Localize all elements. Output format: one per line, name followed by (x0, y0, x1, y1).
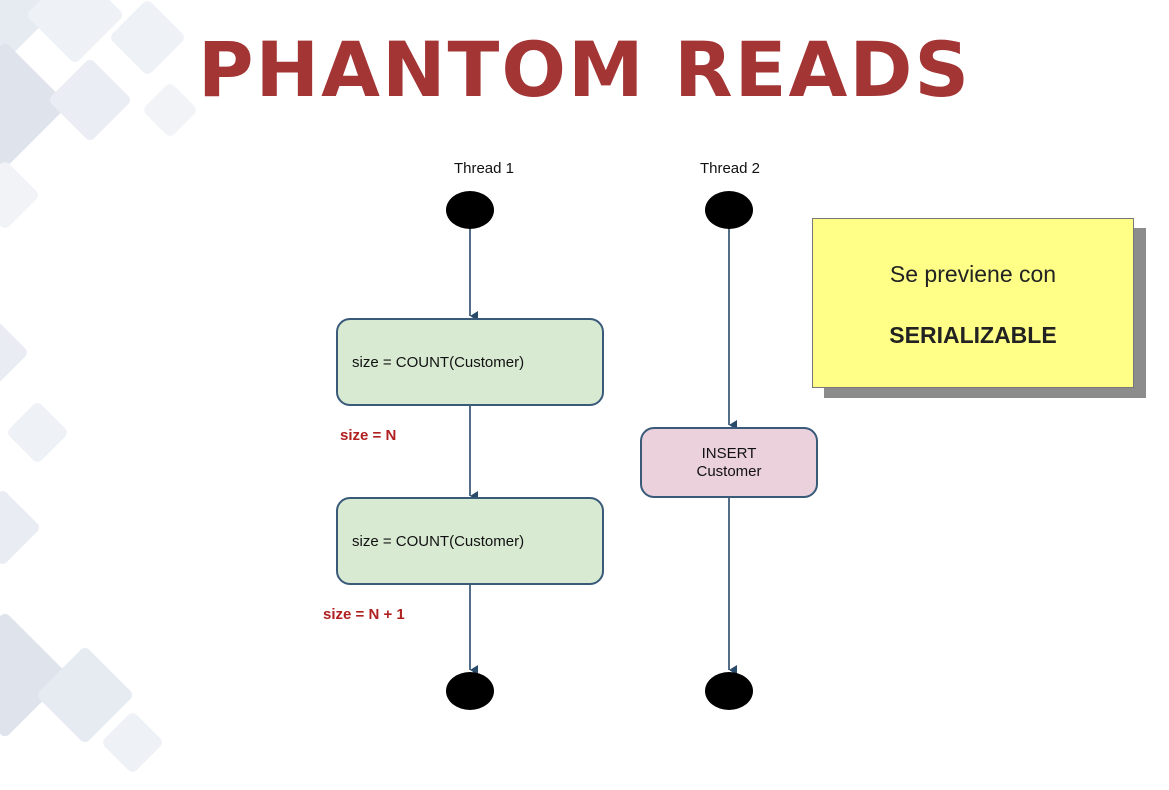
note-keyword: SERIALIZABLE (889, 322, 1057, 348)
thread1-label: Thread 1 (453, 160, 515, 177)
insert-label-line2: Customer (696, 462, 762, 480)
thread1-end-node (446, 672, 494, 710)
thread1-start-node (446, 191, 494, 229)
insert-label-line1: INSERT (701, 444, 757, 462)
thread2-end-node (705, 672, 753, 710)
note-text: Se previene con (889, 261, 1057, 287)
thread2-insert-step: INSERT Customer (640, 427, 818, 498)
thread1-count-step-1: size = COUNT(Customer) (336, 318, 604, 406)
thread2-start-node (705, 191, 753, 229)
result-size-n: size = N (340, 427, 397, 444)
step-label: size = COUNT(Customer) (352, 532, 525, 550)
footer-logo (4, 776, 13, 790)
step-label: size = COUNT(Customer) (352, 353, 525, 371)
result-size-n-plus-1: size = N + 1 (323, 606, 405, 623)
insert-label: INSERT Customer (696, 445, 761, 481)
thread2-label: Thread 2 (699, 160, 761, 177)
slide-title: PHANTOM READS (197, 25, 972, 114)
serializable-note: Se previene con SERIALIZABLE (812, 218, 1134, 388)
thread1-count-step-2: size = COUNT(Customer) (336, 497, 604, 585)
